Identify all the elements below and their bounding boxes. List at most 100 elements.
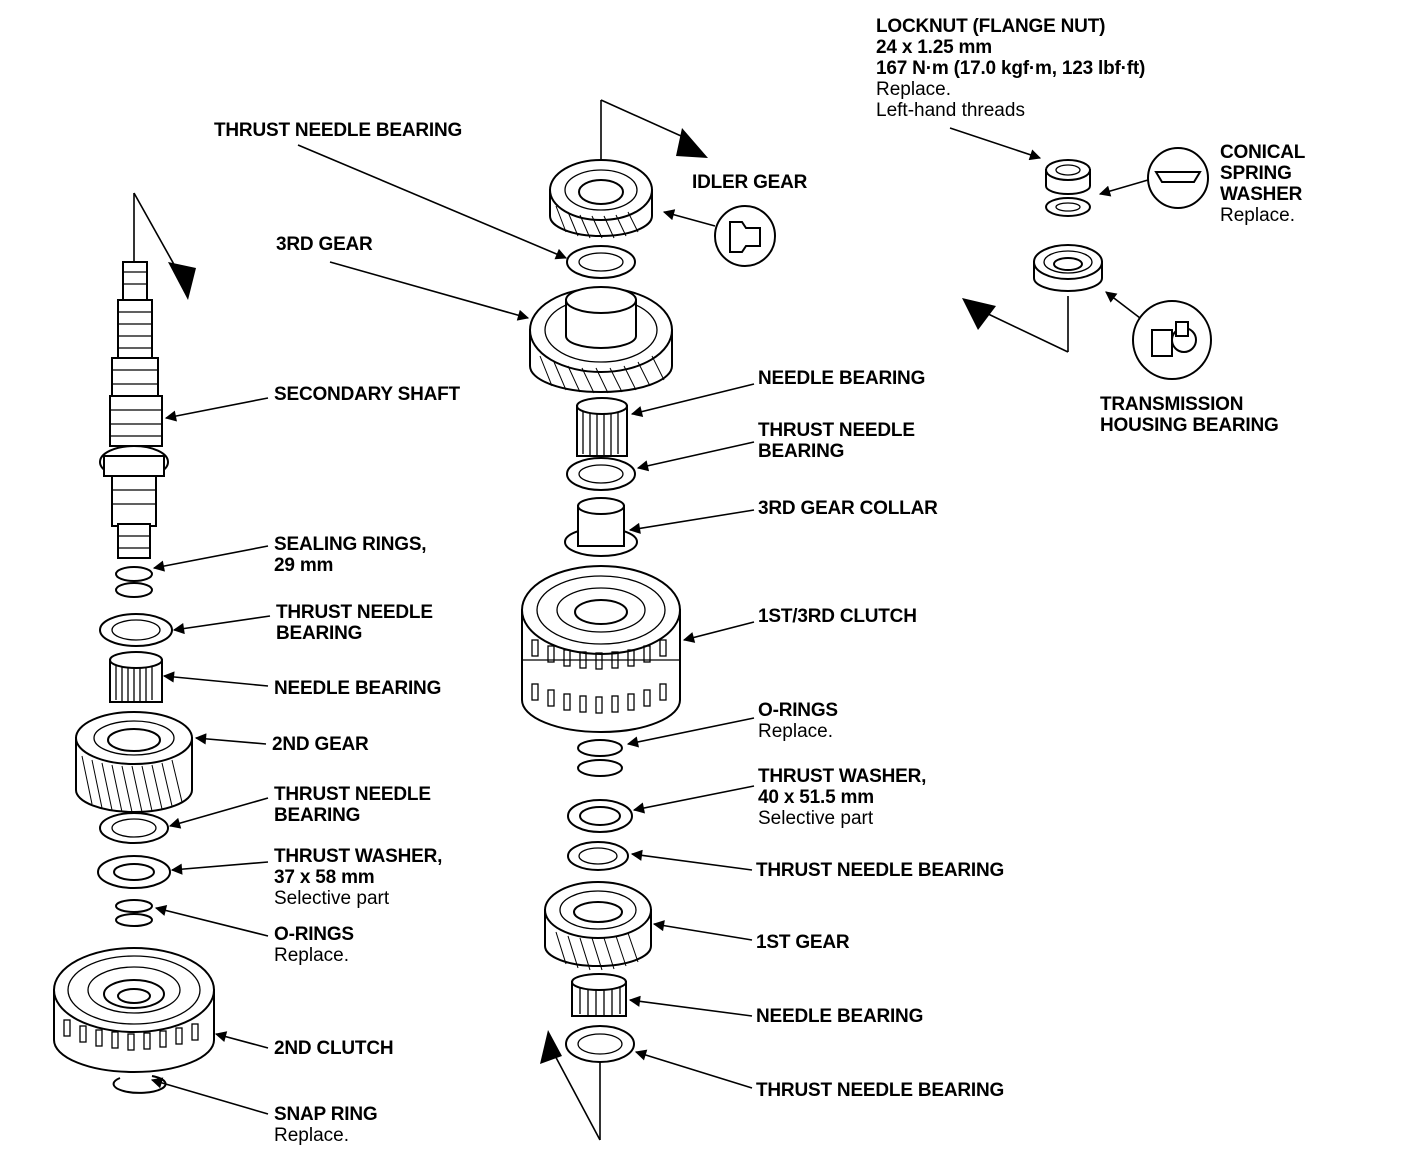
label-thrust-needle-bearing-left2: THRUST NEEDLE BEARING	[274, 784, 431, 826]
tw40-title: THRUST WASHER,	[758, 766, 927, 787]
label-thrust-washer-40: THRUST WASHER, 40 x 51.5 mm Selective pa…	[758, 766, 926, 829]
label-thrust-needle-bearing-right-lower: THRUST NEEDLE BEARING	[756, 860, 1004, 881]
label-second-clutch: 2ND CLUTCH	[274, 1038, 394, 1059]
thrust-needle-bearing-mid-part	[566, 457, 636, 491]
tnb-mid-line2: BEARING	[758, 441, 845, 462]
needle-bearing-right-lower-part	[571, 973, 627, 1017]
nb-left-text: NEEDLE BEARING	[274, 678, 442, 699]
housing-line2: HOUSING BEARING	[1100, 415, 1279, 436]
conical-line3: WASHER	[1220, 184, 1303, 205]
sealing-rings-part	[115, 566, 153, 598]
clutch-13-text: 1ST/3RD CLUTCH	[758, 606, 917, 627]
direction-arrow-right	[962, 298, 996, 330]
label-thrust-needle-bearing-mid: THRUST NEEDLE BEARING	[758, 420, 915, 462]
conical-note: Replace.	[1220, 205, 1295, 226]
label-first-gear: 1ST GEAR	[756, 932, 850, 953]
label-locknut: LOCKNUT (FLANGE NUT) 24 x 1.25 mm 167 N·…	[876, 16, 1145, 121]
label-needle-bearing-left: NEEDLE BEARING	[274, 678, 441, 699]
first-gear-text: 1ST GEAR	[756, 932, 850, 953]
needle-bearing-upper-part	[576, 397, 628, 457]
label-secondary-shaft: SECONDARY SHAFT	[274, 384, 460, 405]
locknut-torque: 167 N·m (17.0 kgf·m, 123 lbf·ft)	[876, 58, 1146, 79]
tw37-title: THRUST WASHER,	[274, 846, 443, 867]
tw37-note: Selective part	[274, 888, 390, 909]
third-gear-collar-part	[564, 497, 638, 557]
conical-line2: SPRING	[1220, 163, 1292, 184]
locknut-note1: Replace.	[876, 79, 951, 100]
label-thrust-needle-bearing-bottom: THRUST NEEDLE BEARING	[756, 1080, 1004, 1101]
label-needle-bearing-upper: NEEDLE BEARING	[758, 368, 925, 389]
thrust-needle-bearing-top-part	[566, 245, 636, 279]
secondary-shaft-part	[99, 261, 169, 559]
snap-ring-part	[112, 1075, 167, 1094]
second-gear-part	[75, 711, 193, 813]
o-rings-right-title: O-RINGS	[758, 700, 838, 721]
label-snap-ring: SNAP RING Replace.	[274, 1104, 378, 1146]
first-gear-part	[544, 881, 652, 971]
label-third-gear: 3RD GEAR	[276, 234, 373, 255]
secondary-shaft-assembly	[53, 192, 215, 1094]
o-rings-right-note: Replace.	[758, 721, 833, 742]
o-rings-left-note: Replace.	[274, 945, 349, 966]
direction-arrow-middle-bottom	[540, 1030, 562, 1064]
sealing-title: SEALING RINGS,	[274, 534, 427, 555]
thrust-washer-37-part	[97, 855, 171, 889]
thrust-washer-40-part	[567, 799, 633, 833]
second-clutch-text: 2ND CLUTCH	[274, 1038, 394, 1059]
locknut-size: 24 x 1.25 mm	[876, 37, 992, 58]
direction-arrow-middle-top	[676, 128, 708, 158]
middle-shaft-assembly	[521, 99, 708, 1141]
o-rings-left-part	[115, 899, 153, 927]
label-o-rings-right: O-RINGS Replace.	[758, 700, 838, 742]
tnb-l1-line1: THRUST NEEDLE	[276, 602, 433, 623]
snap-ring-title: SNAP RING	[274, 1104, 378, 1125]
tnb-top-text: THRUST NEEDLE BEARING	[214, 120, 463, 141]
tw37-size: 37 x 58 mm	[274, 867, 375, 888]
nb-rl-text: NEEDLE BEARING	[756, 1006, 924, 1027]
second-gear-text: 2ND GEAR	[272, 734, 369, 755]
tnb-l2-line1: THRUST NEEDLE	[274, 784, 431, 805]
label-sealing-rings: SEALING RINGS, 29 mm	[274, 534, 427, 576]
conical-line1: CONICAL	[1220, 142, 1306, 163]
label-thrust-needle-bearing-left1: THRUST NEEDLE BEARING	[276, 602, 433, 644]
tnb-bottom-text: THRUST NEEDLE BEARING	[756, 1080, 1005, 1101]
direction-arrow-left-top	[168, 262, 196, 300]
idler-gear-text: IDLER GEAR	[692, 172, 808, 193]
leader-lines	[150, 127, 1149, 1115]
idler-gear-detail-icon	[714, 205, 776, 267]
label-thrust-needle-bearing-top: THRUST NEEDLE BEARING	[214, 120, 462, 141]
tnb-rl-text: THRUST NEEDLE BEARING	[756, 860, 1005, 881]
nb-upper-text: NEEDLE BEARING	[758, 368, 926, 389]
third-gear-part	[529, 286, 673, 394]
thrust-needle-bearing-left1-part	[99, 613, 173, 647]
snap-ring-note: Replace.	[274, 1125, 349, 1146]
locknut-note2: Left-hand threads	[876, 100, 1025, 121]
tnb-l1-line2: BEARING	[276, 623, 363, 644]
tnb-mid-line1: THRUST NEEDLE	[758, 420, 915, 441]
label-transmission-housing-bearing: TRANSMISSION HOUSING BEARING	[1100, 394, 1279, 436]
top-right-assembly	[962, 147, 1212, 380]
locknut-title: LOCKNUT (FLANGE NUT)	[876, 16, 1106, 37]
thrust-needle-bearing-left2-part	[99, 812, 169, 844]
collar-text: 3RD GEAR COLLAR	[758, 498, 938, 519]
label-needle-bearing-right-lower: NEEDLE BEARING	[756, 1006, 923, 1027]
transmission-housing-bearing-part	[1033, 244, 1103, 292]
conical-spring-washer-part	[1045, 197, 1091, 217]
tnb-l2-line2: BEARING	[274, 805, 361, 826]
needle-bearing-left-part	[109, 651, 163, 703]
housing-line1: TRANSMISSION	[1100, 394, 1244, 415]
secondary-shaft-text: SECONDARY SHAFT	[274, 384, 460, 405]
tw40-note: Selective part	[758, 808, 874, 829]
conical-washer-detail-icon	[1147, 147, 1209, 209]
tw40-size: 40 x 51.5 mm	[758, 787, 874, 808]
label-conical-spring-washer: CONICAL SPRING WASHER Replace.	[1220, 142, 1305, 226]
label-o-rings-left: O-RINGS Replace.	[274, 924, 354, 966]
clutch-1st-3rd-part	[521, 565, 681, 733]
thrust-needle-bearing-right-lower-part	[567, 841, 629, 871]
locknut-part	[1045, 159, 1091, 195]
idler-gear-part	[549, 159, 653, 239]
sealing-size: 29 mm	[274, 555, 334, 576]
label-clutch-1st-3rd: 1ST/3RD CLUTCH	[758, 606, 917, 627]
label-idler-gear: IDLER GEAR	[692, 172, 807, 193]
